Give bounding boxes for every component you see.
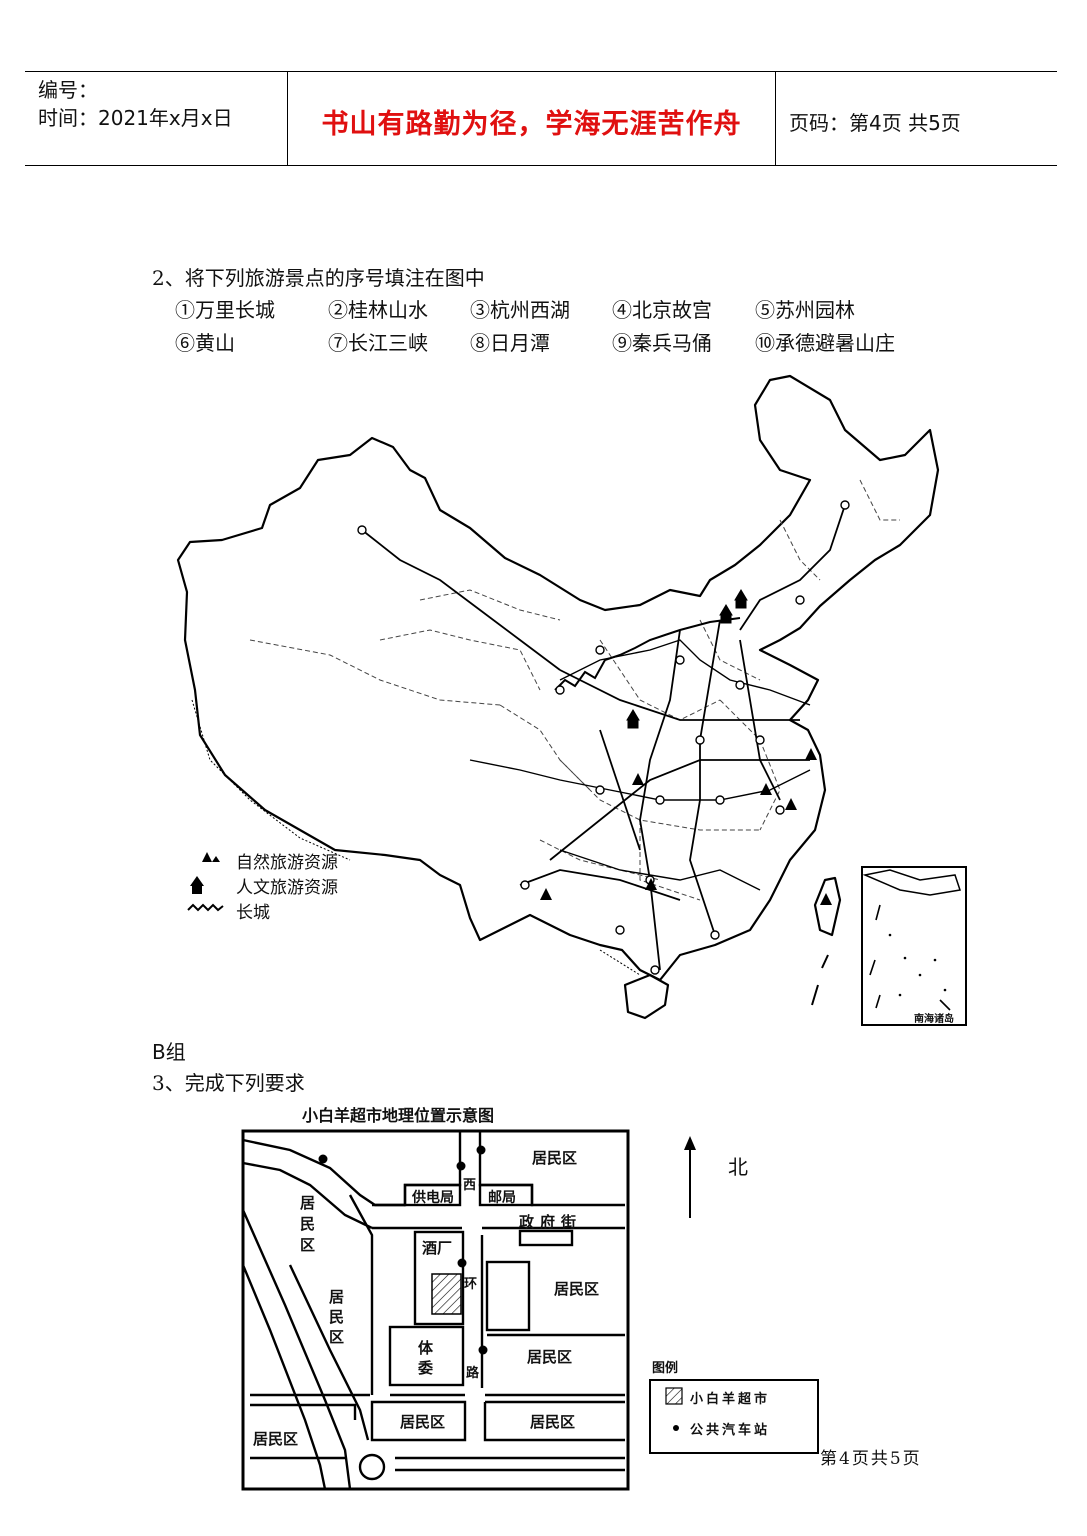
option: ⑨秦兵马俑: [612, 331, 712, 355]
label-power-bureau: 供电局: [412, 1190, 454, 1206]
pagoda-icon: [190, 876, 204, 894]
mountain-icon: [540, 748, 832, 905]
label-residential: 居民区: [400, 1413, 446, 1431]
north-label: 北: [728, 1155, 748, 1179]
great-wall-icon: [187, 903, 224, 912]
mountain-icon: [202, 852, 220, 862]
china-outline: [176, 374, 940, 982]
header-divider: [287, 72, 288, 165]
label-residential: 居民区: [532, 1149, 578, 1167]
footer-page: 第4页共5页: [820, 1449, 922, 1469]
option: ⑦长江三峡: [328, 331, 428, 355]
label-winery: 酒厂: [422, 1239, 453, 1257]
option: ⑤苏州园林: [755, 298, 855, 322]
option: ④北京故宫: [612, 298, 712, 322]
label-residential: 居民区: [530, 1413, 576, 1431]
legend-great-wall: 长城: [236, 903, 270, 923]
taiwan-island: [813, 876, 842, 937]
label-sports-committee: 体委: [418, 1339, 434, 1377]
north-arrow-icon: [684, 1136, 696, 1150]
time-label: 时间：2021年x月x日: [38, 106, 233, 130]
option: ⑩承德避暑山庄: [755, 331, 895, 355]
supermarket-marker: [431, 1273, 462, 1315]
bus-stops: [318, 1145, 488, 1355]
section-b-title: B组: [152, 1040, 186, 1064]
great-wall-line: [554, 617, 741, 691]
option: ③杭州西湖: [470, 298, 570, 322]
legend-cultural: 人文旅游资源: [236, 878, 338, 898]
legend-bus-stop: 公共汽车站: [690, 1423, 771, 1438]
label-residential: 居民区: [329, 1288, 345, 1346]
header-table: [25, 71, 1057, 166]
label-gov-street: 政府街: [519, 1213, 583, 1231]
header-motto: 书山有路勤为径，学海无涯苦作舟: [321, 109, 742, 140]
option: ⑥黄山: [175, 331, 235, 355]
label-post-office: 邮局: [488, 1190, 516, 1206]
hainan-island: [623, 973, 670, 1020]
label-residential: 居民区: [527, 1348, 573, 1366]
header-page-info: 页码：第4页 共5页: [789, 111, 961, 135]
pagoda-icon: [626, 589, 748, 729]
label-road-char: 环: [464, 1277, 478, 1292]
option: ①万里长城: [175, 298, 275, 322]
legend-natural: 自然旅游资源: [236, 853, 338, 873]
label-road-char: 西: [463, 1178, 477, 1193]
label-residential: 居民区: [253, 1430, 299, 1448]
label-road-char: 路: [466, 1366, 480, 1381]
label-residential: 居民区: [554, 1280, 600, 1298]
inset-label: 南海诸岛: [914, 1014, 954, 1025]
question-2: 2、将下列旅游景点的序号填注在图中: [152, 266, 485, 290]
question-3: 3、完成下列要求: [152, 1071, 305, 1095]
legend-supermarket: 小白羊超市: [690, 1392, 771, 1407]
city-map-title: 小白羊超市地理位置示意图: [302, 1106, 495, 1125]
header-left: 编号： 时间：2021年x月x日: [38, 76, 233, 132]
number-label: 编号：: [38, 78, 98, 102]
option: ②桂林山水: [328, 298, 428, 322]
label-residential: 居民区: [300, 1194, 316, 1254]
option: ⑧日月潭: [470, 331, 550, 355]
legend-title: 图例: [652, 1361, 679, 1376]
china-map: [176, 374, 967, 1026]
header-divider: [775, 72, 776, 165]
